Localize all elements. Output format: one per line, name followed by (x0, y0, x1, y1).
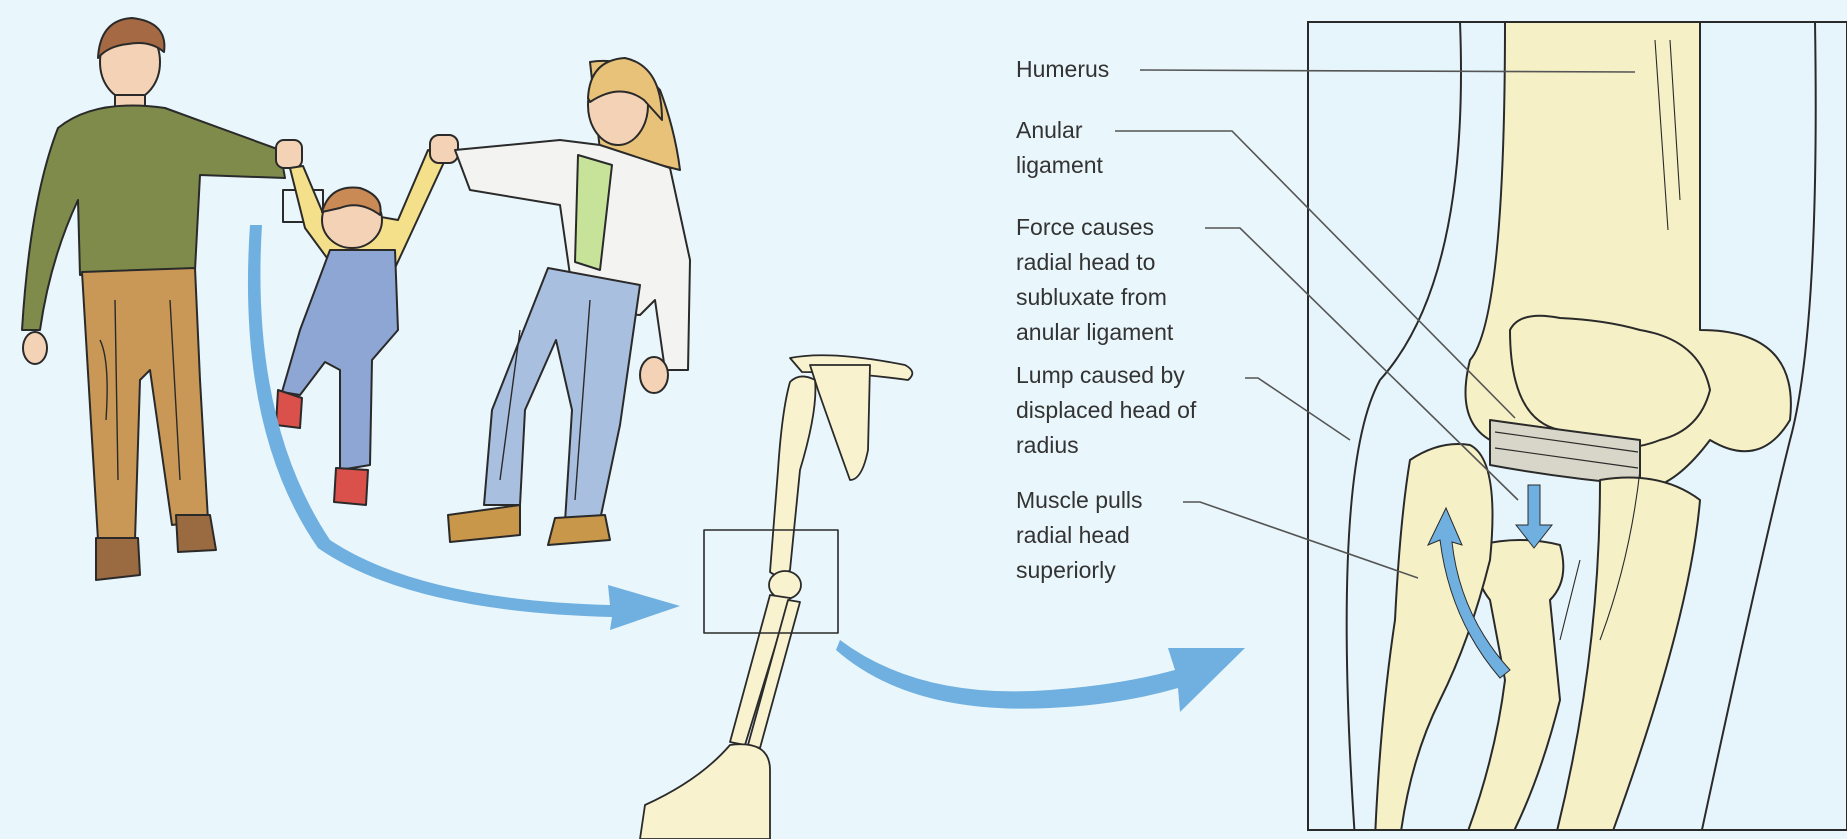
motion-arrow-2 (836, 640, 1245, 712)
anular-ligament-label: Anular ligament (1016, 113, 1103, 183)
force-label: Force causes radial head to subluxate fr… (1016, 210, 1173, 350)
humerus-label: Humerus (1016, 52, 1109, 87)
arm-skeleton (640, 355, 912, 839)
muscle-label: Muscle pulls radial head superiorly (1016, 483, 1143, 588)
curved-arrow-icon (836, 640, 1245, 712)
child-figure (276, 135, 458, 505)
mother-figure (448, 58, 690, 545)
elbow-detail-panel (1308, 22, 1847, 839)
lump-label: Lump caused by displaced head of radius (1016, 358, 1196, 463)
